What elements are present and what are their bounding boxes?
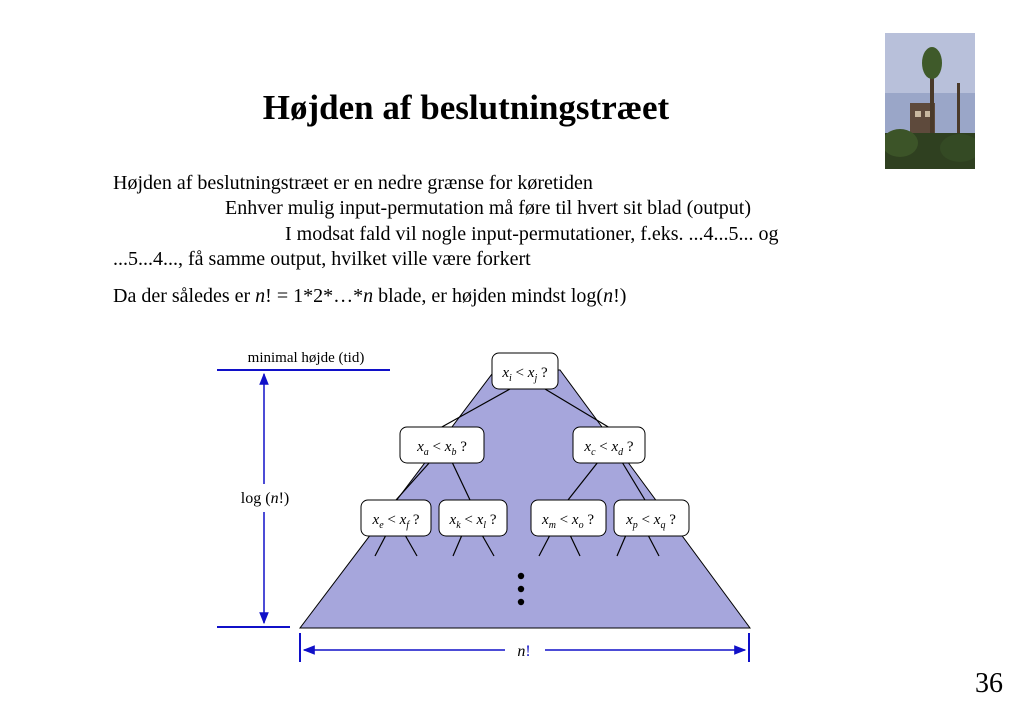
svg-text:xc < xd ?: xc < xd ? [583, 439, 634, 458]
line5-text-b: ! = 1*2*…* [265, 285, 364, 307]
svg-text:xk < xl ?: xk < xl ? [449, 512, 497, 531]
slide-title: Højden af beslutningstræet [262, 88, 670, 127]
line5-n-1: n [255, 285, 266, 307]
body-line-1: Højden af beslutningstræet er en nedre g… [113, 172, 593, 194]
tree-node-root: xi < xj ? [491, 352, 559, 390]
log-n-label: log (n!) [241, 490, 289, 507]
line5-n-2: n [363, 285, 374, 307]
tree-node-level2-4: xp < xq ? [613, 499, 690, 537]
body-line-5: Da der således er n! = 1*2*…*n blade, er… [113, 285, 626, 308]
line5-text-d: !) [613, 285, 627, 307]
tree-triangle [298, 369, 751, 629]
body-line-2: Enhver mulig input-permutation må føre t… [225, 197, 751, 219]
height-label: minimal højde (tid) [248, 350, 365, 366]
svg-text:xi < xj ?: xi < xj ? [501, 365, 548, 384]
n-factorial-label: n! [517, 643, 530, 660]
svg-text:xm < xo ?: xm < xo ? [541, 512, 594, 531]
svg-text:xe < xf ?: xe < xf ? [372, 512, 420, 531]
tree-node-level2-3: xm < xo ? [530, 499, 607, 537]
body-line-3: I modsat fald vil nogle input-permutatio… [285, 223, 779, 245]
line5-text-a: Da der således er [113, 285, 256, 307]
line5-text-c: blade, er højden mindst log( [373, 285, 604, 307]
body-line-4: ...5...4..., få samme output, hvilket vi… [113, 248, 531, 270]
tree-edges [374, 388, 660, 557]
tree-node-level2-1: xe < xf ? [360, 499, 432, 537]
ellipsis-dots [517, 572, 525, 606]
svg-text:xp < xq ?: xp < xq ? [625, 512, 676, 531]
tree-node-level1-left: xa < xb ? [399, 426, 485, 464]
tree-photo [885, 33, 975, 169]
tree-node-level1-right: xc < xd ? [572, 426, 646, 464]
line5-n-3: n [603, 285, 614, 307]
svg-text:xa < xb ?: xa < xb ? [416, 439, 467, 458]
tree-node-level2-2: xk < xl ? [438, 499, 508, 537]
page-number: 36 [975, 668, 1003, 699]
